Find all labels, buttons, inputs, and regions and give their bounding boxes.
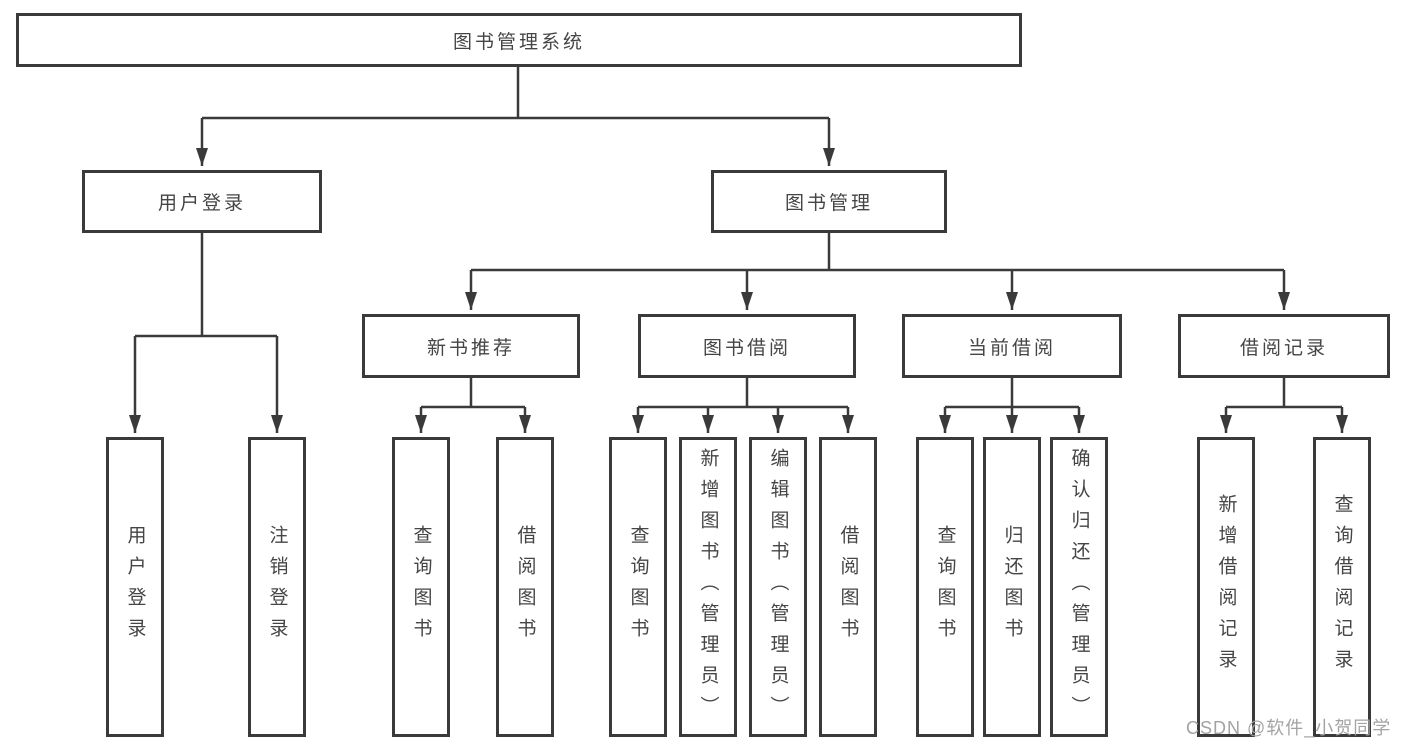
leaf-confirm-return-admin: 确认归还（管理员） xyxy=(1050,437,1108,737)
leaf-borrow-books-recommend-label: 借阅图书 xyxy=(514,525,536,649)
leaf-user-login: 用户登录 xyxy=(106,437,164,737)
node-book-borrowing: 图书借阅 xyxy=(638,314,856,378)
node-new-book-recommend: 新书推荐 xyxy=(362,314,580,378)
watermark: CSDN @软件_小贺同学 xyxy=(1186,718,1392,738)
leaf-return-books-label: 归还图书 xyxy=(1001,525,1023,649)
leaf-logout: 注销登录 xyxy=(248,437,306,737)
leaf-edit-books-admin: 编辑图书（管理员） xyxy=(749,437,807,737)
leaf-add-borrow-record-label: 新增借阅记录 xyxy=(1215,494,1237,680)
leaf-query-books-borrowing: 查询图书 xyxy=(609,437,667,737)
node-user-login: 用户登录 xyxy=(82,170,322,233)
node-current-borrowing: 当前借阅 xyxy=(902,314,1122,378)
leaf-query-books-current-label: 查询图书 xyxy=(934,525,956,649)
leaf-add-books-admin: 新增图书（管理员） xyxy=(679,437,737,737)
leaf-query-books-borrowing-label: 查询图书 xyxy=(627,525,649,649)
leaf-return-books: 归还图书 xyxy=(983,437,1041,737)
leaf-add-borrow-record: 新增借阅记录 xyxy=(1197,437,1255,737)
node-book-management: 图书管理 xyxy=(711,170,947,233)
connector-arrows xyxy=(129,118,1348,433)
node-borrowing-records: 借阅记录 xyxy=(1178,314,1390,378)
leaf-query-books-recommend: 查询图书 xyxy=(392,437,450,737)
leaf-logout-label: 注销登录 xyxy=(266,525,288,649)
leaf-user-login-label: 用户登录 xyxy=(124,525,146,649)
leaf-query-books-current: 查询图书 xyxy=(916,437,974,737)
leaf-add-books-admin-label: 新增图书（管理员） xyxy=(697,447,719,727)
leaf-confirm-return-admin-label: 确认归还（管理员） xyxy=(1068,447,1090,727)
leaf-borrow-books-recommend: 借阅图书 xyxy=(496,437,554,737)
leaf-query-borrow-record-label: 查询借阅记录 xyxy=(1331,494,1353,680)
connector-backbone xyxy=(135,67,1342,409)
leaf-borrow-books-borrowing-label: 借阅图书 xyxy=(837,525,859,649)
leaf-borrow-books-borrowing: 借阅图书 xyxy=(819,437,877,737)
leaf-query-books-recommend-label: 查询图书 xyxy=(410,525,432,649)
node-library-system: 图书管理系统 xyxy=(16,13,1022,67)
leaf-query-borrow-record: 查询借阅记录 xyxy=(1313,437,1371,737)
leaf-edit-books-admin-label: 编辑图书（管理员） xyxy=(767,447,789,727)
